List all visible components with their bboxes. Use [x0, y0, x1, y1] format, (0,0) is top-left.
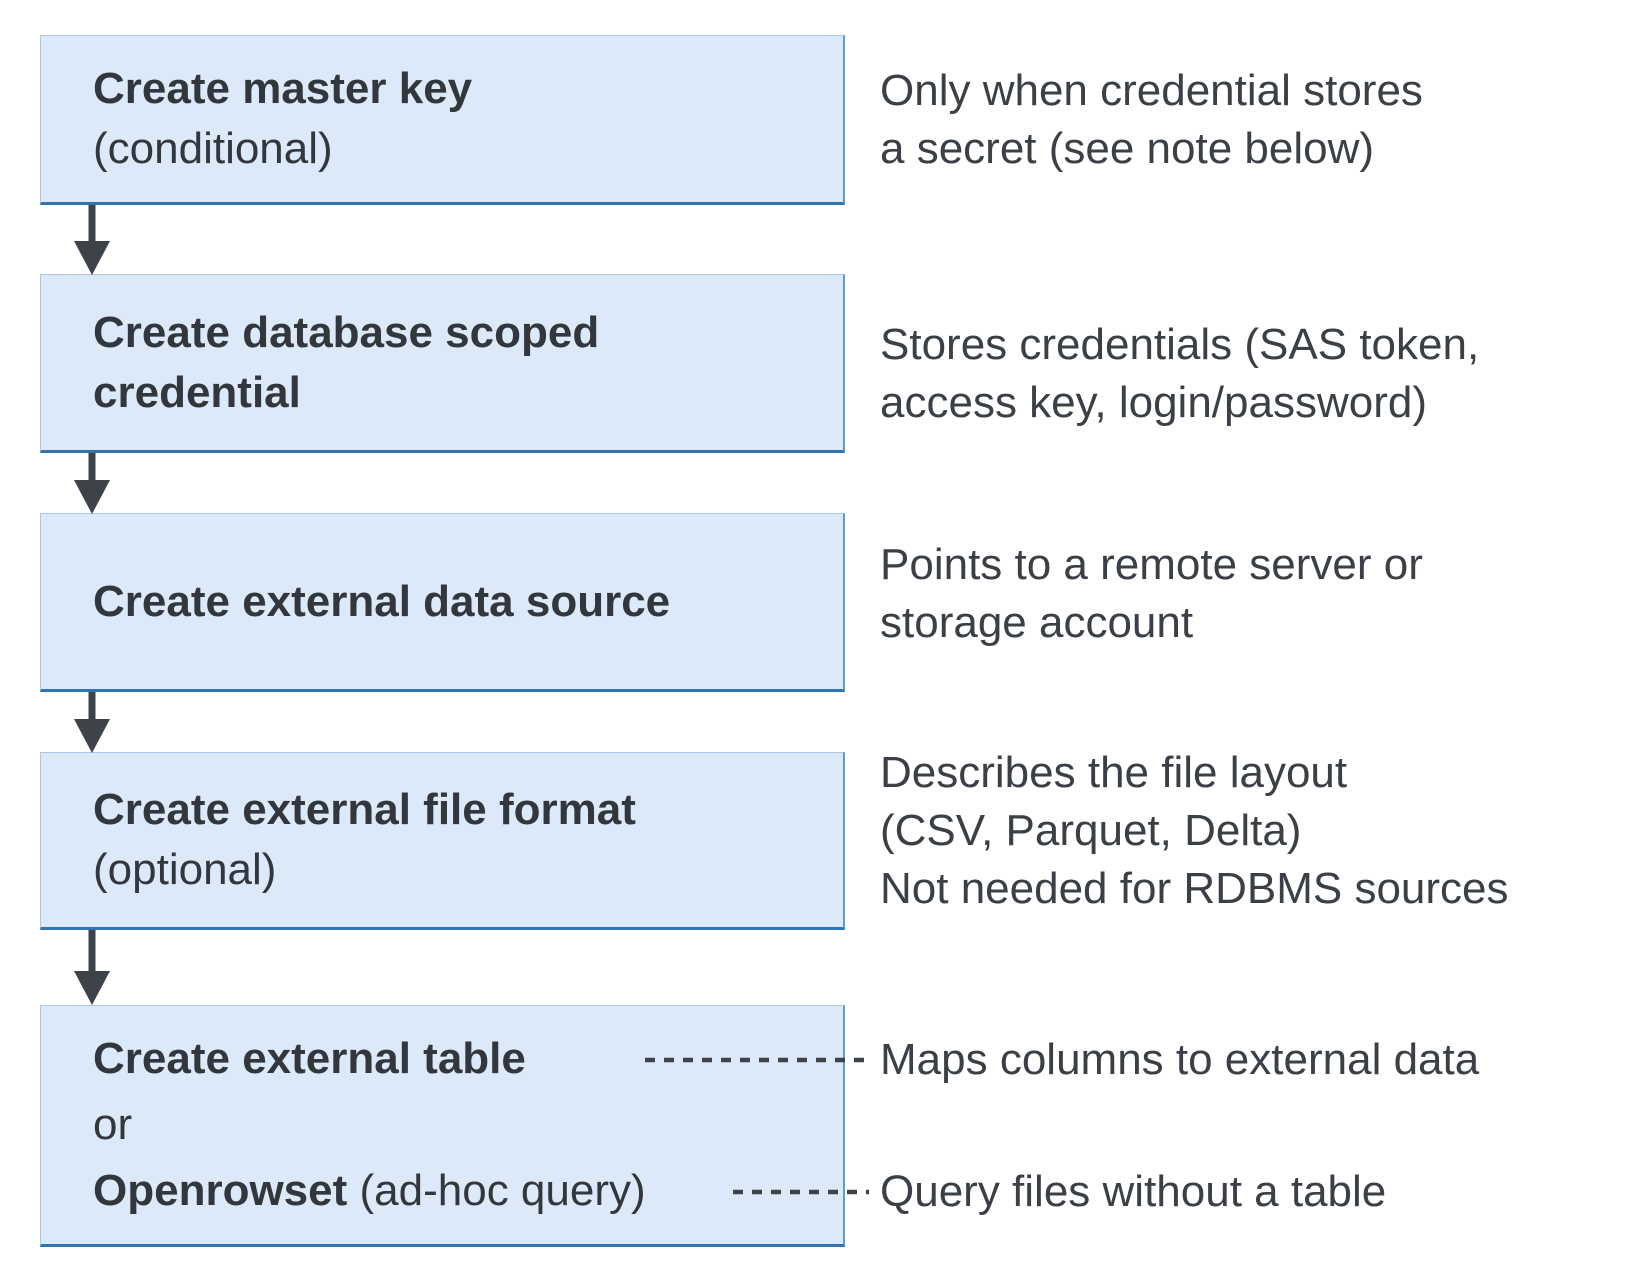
step-box-create-external-data-source: Create external data source — [40, 513, 845, 692]
step-box-create-external-file-format: Create external file format (optional) — [40, 752, 845, 930]
annotation-master-key: Only when credential stores a secret (se… — [880, 66, 1423, 173]
step-box-create-master-key: Create master key (conditional) — [40, 35, 845, 205]
down-arrow-icon — [74, 205, 110, 275]
step-note: (optional) — [93, 845, 277, 894]
annotation-file-format: Describes the file layout (CSV, Parquet,… — [880, 748, 1509, 913]
dashed-connector-maps-columns — [645, 1057, 869, 1063]
step-alt-note: (ad-hoc query) — [347, 1166, 646, 1215]
step-title: Create external file format — [93, 785, 636, 834]
step-title-line1: Create database scoped — [93, 307, 600, 357]
step-title: Create external data source — [93, 576, 671, 626]
step-title-line2: credential — [93, 367, 301, 417]
step-box-create-external-table-or-openrowset: Create external table or Openrowset (ad-… — [40, 1005, 845, 1247]
down-arrow-icon — [74, 453, 110, 514]
step-title: Create external table — [93, 1034, 526, 1083]
down-arrow-icon — [74, 692, 110, 753]
step-alt-title: Openrowset — [93, 1166, 348, 1215]
annotation-data-source: Points to a remote server or storage acc… — [880, 540, 1423, 647]
down-arrow-icon — [74, 930, 110, 1005]
or-label: or — [93, 1100, 133, 1149]
step-title: Create master key — [93, 64, 473, 113]
annotation-credential: Stores credentials (SAS token, access ke… — [880, 320, 1480, 427]
dashed-connector-query-files — [733, 1189, 869, 1195]
annotation-external-table: Maps columns to external data — [880, 1035, 1480, 1084]
step-note: (conditional) — [93, 124, 333, 173]
step-box-create-database-scoped-credential: Create database scoped credential — [40, 274, 845, 453]
step-alt-line: Openrowset (ad-hoc query) — [93, 1158, 843, 1224]
annotation-openrowset: Query files without a table — [880, 1167, 1387, 1216]
